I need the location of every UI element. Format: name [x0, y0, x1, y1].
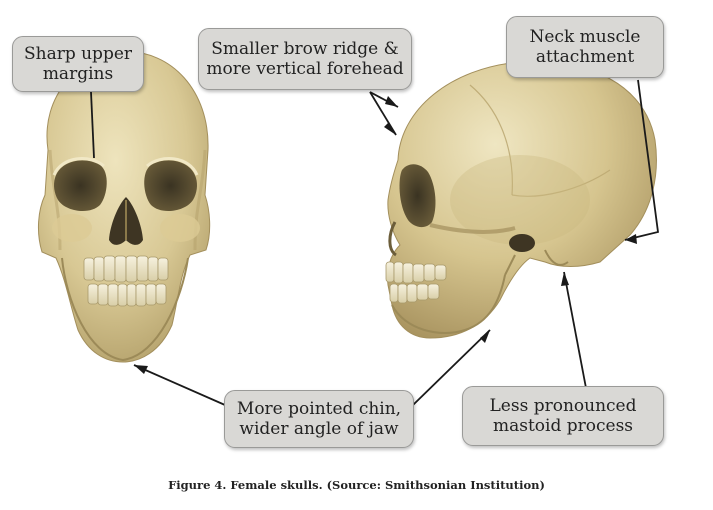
callout-pointed-chin: More pointed chin, wider angle of jaw	[224, 390, 414, 448]
side-skull	[385, 61, 657, 339]
line-mastoid	[563, 271, 587, 389]
skull-illustration	[37, 51, 659, 406]
callout-line: mastoid process	[492, 416, 634, 436]
line-chin-front	[133, 364, 226, 406]
arrowheads	[134, 96, 637, 374]
callout-line: more vertical forehead	[206, 59, 404, 79]
callout-line: More pointed chin,	[236, 399, 402, 419]
line-chin-side	[412, 329, 491, 406]
callout-lines	[90, 79, 659, 406]
front-skull	[37, 51, 211, 363]
callout-line: attachment	[535, 47, 635, 67]
callout-mastoid: Less pronounced mastoid process	[462, 386, 664, 446]
callout-line: Neck muscle	[529, 27, 641, 47]
figure-caption: Figure 4. Female skulls. (Source: Smiths…	[168, 478, 545, 492]
callout-line: Smaller brow ridge &	[211, 39, 399, 59]
callout-sharp-upper-margins: Sharp upper margins	[12, 36, 144, 92]
line-sharp-margins	[90, 91, 95, 159]
callout-line: Sharp upper	[23, 44, 133, 64]
callout-brow-ridge: Smaller brow ridge & more vertical foreh…	[198, 28, 412, 90]
callout-line: margins	[42, 64, 114, 84]
callout-line: Less pronounced	[489, 396, 637, 416]
callout-line: wider angle of jaw	[239, 419, 399, 439]
callout-neck-muscle: Neck muscle attachment	[506, 16, 664, 78]
